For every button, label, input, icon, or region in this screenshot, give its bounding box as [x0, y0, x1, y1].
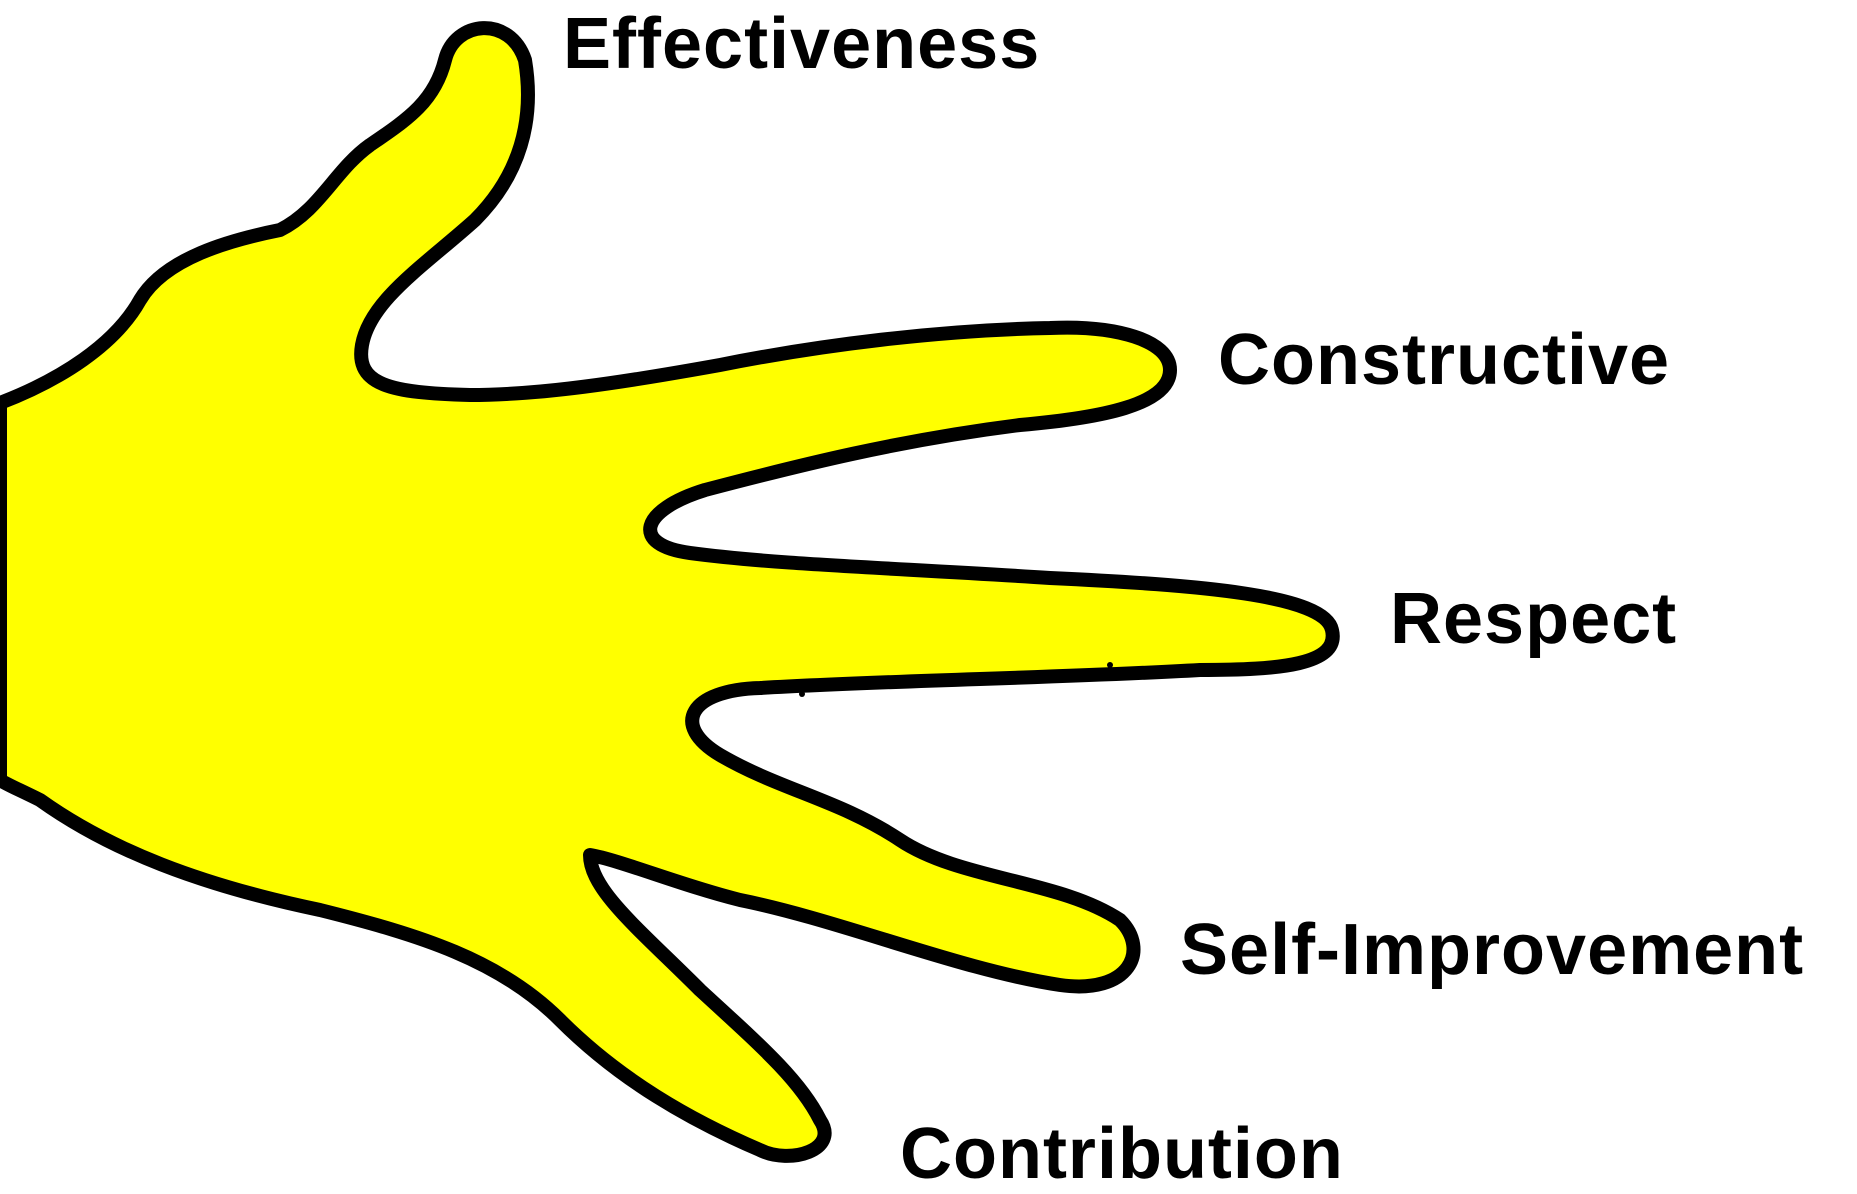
finger-label-self-improvement: Self-Improvement: [1180, 910, 1805, 990]
finger-label-constructive: Constructive: [1218, 320, 1671, 400]
finger-label-contribution: Contribution: [900, 1114, 1344, 1194]
stray-mark: [799, 691, 805, 697]
stray-mark: [1107, 662, 1113, 668]
hand-shape: [0, 21, 1340, 1163]
finger-label-respect: Respect: [1390, 579, 1678, 659]
finger-label-effectiveness: Effectiveness: [563, 4, 1041, 84]
